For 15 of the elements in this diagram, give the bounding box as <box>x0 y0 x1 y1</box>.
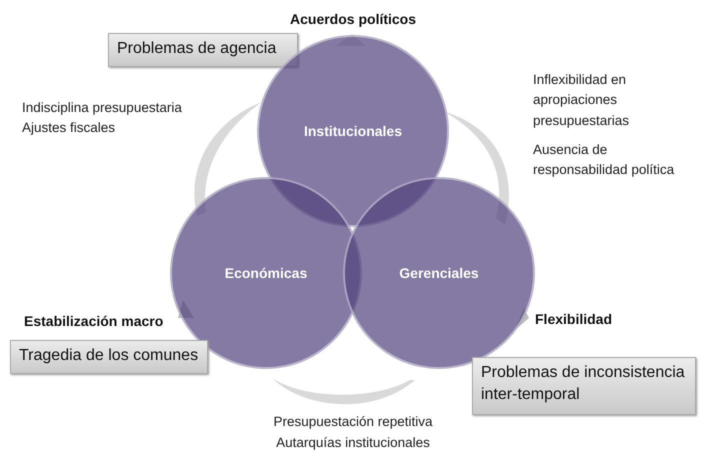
circle-label: Económicas <box>224 265 308 281</box>
heading-label: Flexibilidad <box>535 310 614 329</box>
problem-box: Problemas de agencia <box>108 33 298 67</box>
circle-label: Gerenciales <box>399 265 479 281</box>
note-text: Autarquías institucionales <box>275 434 431 452</box>
note-text: Indisciplina presupuestaria <box>22 99 183 117</box>
problem-box: Tragedia de los comunes <box>10 340 208 374</box>
circle-label: Institucionales <box>304 123 402 139</box>
note-text: Ausencia de responsabilidad política <box>533 141 676 180</box>
note-text: Presupuestación repetitiva <box>272 413 434 431</box>
note-text: Ajustes fiscales <box>22 119 116 137</box>
problem-box: Problemas de inconsistencia inter-temporal <box>472 357 696 415</box>
note-text: Inflexibilidad en apropiaciones presupuestarias <box>533 71 630 130</box>
heading-label: Acuerdos políticos <box>290 10 418 29</box>
heading-label: Estabilización macro <box>24 312 164 331</box>
